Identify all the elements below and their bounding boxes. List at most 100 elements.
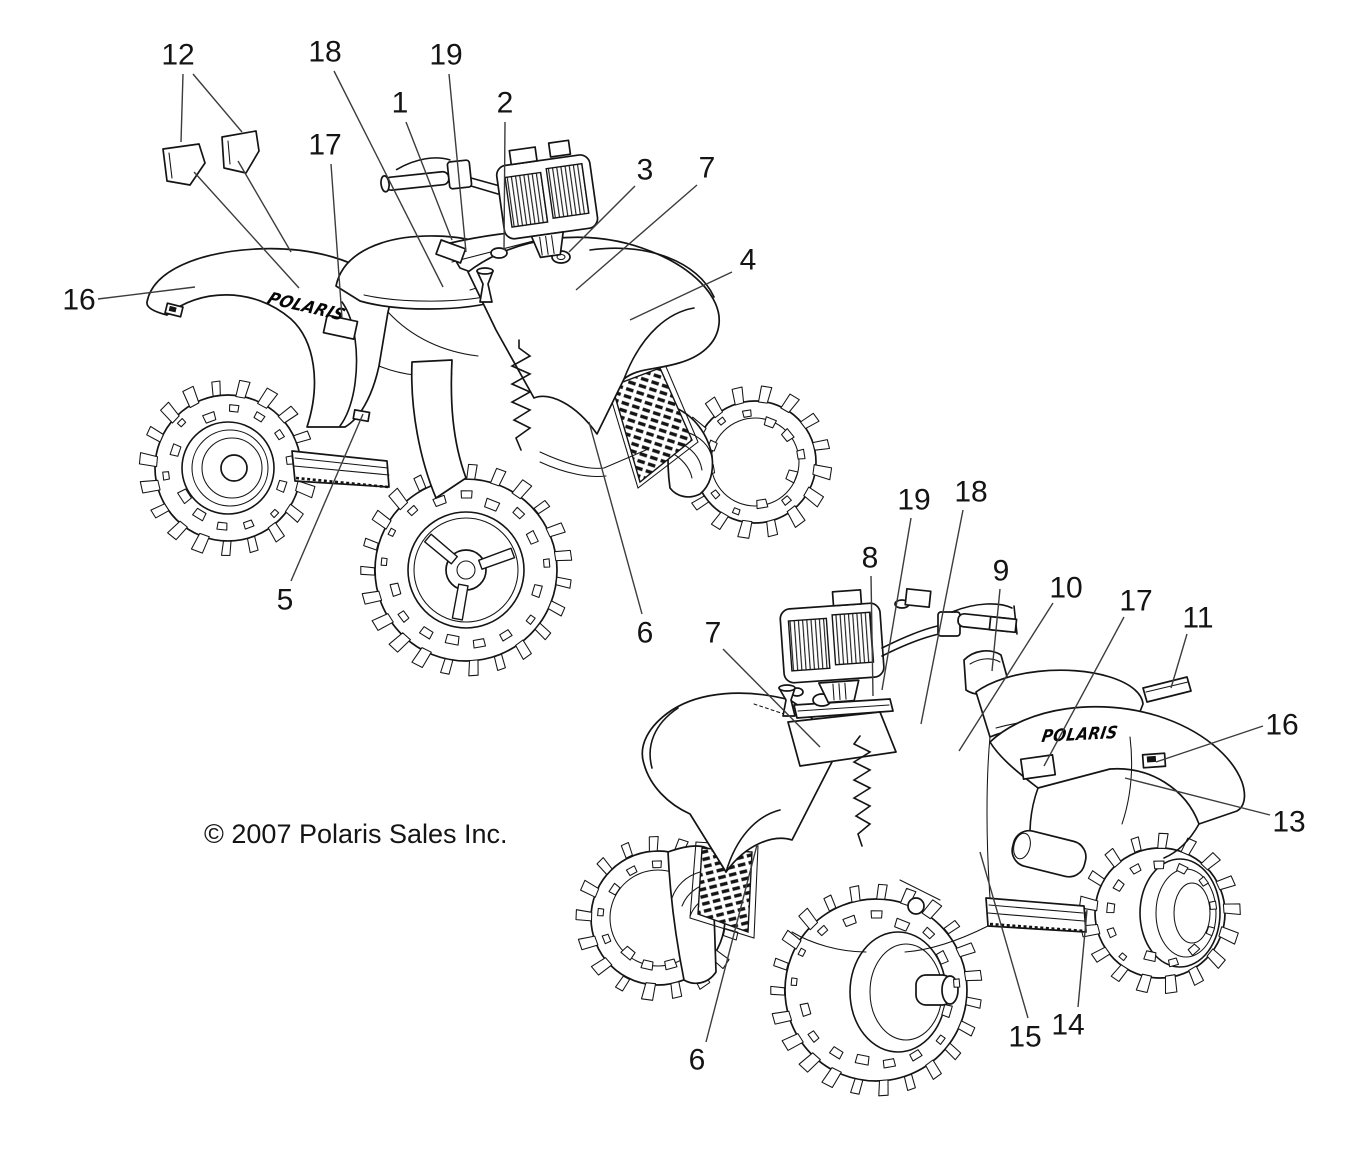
tire-tread-block [773, 957, 789, 971]
tire-tread-block [828, 1046, 844, 1060]
tire-tread-block [295, 480, 316, 499]
callout-number-7: 7 [699, 152, 716, 185]
leader-line-11 [1170, 633, 1188, 689]
atv1-headlight-pod [495, 139, 599, 259]
tire-tread-block [955, 942, 976, 958]
tire-tread-block [731, 386, 745, 406]
tire-tread-block [943, 919, 961, 935]
tire-tread-block [757, 385, 773, 404]
atv1-shock-spring [510, 339, 532, 451]
tire-tread-block [363, 537, 379, 551]
tire-tread-block [440, 658, 454, 675]
atv2-tank-panel [787, 711, 897, 767]
tire-tread-block [202, 411, 217, 424]
tire-tread-block [274, 428, 285, 441]
tire-tread-block [870, 910, 883, 919]
atv2-master-cylinder [988, 615, 1018, 634]
tire-tread-block [1198, 876, 1209, 887]
tire-tread-block [651, 860, 662, 869]
tire-tread-block [1106, 927, 1117, 939]
callout-number-18: 18 [308, 36, 341, 69]
atv2-side-decal [1019, 754, 1057, 780]
tire-tread-block [1087, 870, 1105, 887]
tire-tread-block [816, 924, 829, 937]
circle-linework [413, 517, 519, 623]
leader-line-3 [568, 185, 636, 253]
tire-tread-block [1090, 946, 1111, 963]
tire-tread-block [823, 894, 837, 912]
leader-line-4 [629, 271, 733, 321]
tire-tread-block [167, 520, 188, 541]
tire-tread-block [849, 885, 861, 903]
path-linework [969, 658, 1001, 665]
leader-line-6 [705, 844, 758, 1043]
tire-tread-block [388, 632, 411, 653]
tire-tread-block [1205, 925, 1216, 937]
tire-tread-block [138, 452, 159, 468]
tire-tread-block [182, 385, 200, 409]
tire-tread-block [899, 887, 917, 907]
leader-line-2 [503, 121, 506, 251]
tire-tread-block [935, 1034, 946, 1045]
path-linework [470, 177, 501, 187]
tire-tread-block [451, 583, 469, 621]
rect-linework [168, 305, 177, 313]
tire-tread-block [648, 835, 659, 852]
tire-tread-block [781, 929, 802, 950]
tire-tread-block [704, 396, 724, 419]
tire-tread-block [1104, 847, 1122, 868]
leader-line-13 [1124, 777, 1271, 816]
path-linework [293, 465, 390, 476]
tire-tread-block [220, 540, 232, 557]
tire-tread-block [797, 947, 807, 957]
path-linework [387, 311, 479, 357]
atv1-grille [611, 367, 693, 484]
tire-tread-block [411, 647, 432, 669]
rect-linework [547, 139, 572, 158]
tire-tread-block [597, 907, 605, 917]
tire-tread-block [1153, 860, 1165, 870]
tire-tread-block [620, 945, 636, 961]
tire-tread-block [216, 521, 228, 531]
ellipse-linework [1173, 882, 1211, 944]
callout-number-5: 5 [277, 584, 294, 617]
leader-line-6 [588, 421, 643, 615]
leader-lines-layer [97, 70, 1271, 1043]
tire-tread-block [553, 549, 573, 562]
tire-tread-block [952, 978, 961, 988]
callout-number-9: 9 [993, 555, 1010, 588]
tire-tread-block [882, 1058, 897, 1069]
callout-number-13: 13 [1272, 806, 1305, 839]
atv1-frame-member [410, 359, 467, 499]
tire-tread-block [139, 479, 161, 494]
tire-tread-block [691, 495, 710, 511]
tire-tread-block [1157, 832, 1169, 849]
tire-tread-block [878, 1079, 889, 1097]
atv2-muffler [1011, 829, 1087, 878]
tire-tread-block [150, 503, 170, 519]
path-linework [899, 879, 941, 901]
tire-tread-block [640, 959, 654, 971]
tire-tread-block [533, 499, 551, 515]
tire-tread-block [957, 1020, 976, 1037]
tire-tread-block [590, 957, 613, 976]
tire-tread-block [963, 969, 983, 982]
tire-tread-block [798, 907, 819, 931]
atv1-footboard [291, 450, 390, 488]
tire-tread-block [941, 1004, 953, 1019]
path-linework [725, 809, 781, 873]
tire-tread-block [177, 488, 192, 505]
callout-number-10: 10 [1049, 572, 1082, 605]
tire-tread-block [534, 622, 552, 641]
atv1-brake-lever [395, 157, 451, 171]
tire-tread-block [1167, 957, 1180, 968]
tire-tread-block [577, 935, 599, 951]
path-linework [539, 449, 647, 469]
tire-tread-block [710, 511, 729, 530]
leader-line-19 [881, 517, 912, 691]
leader-line-16 [97, 286, 196, 300]
tire-tread-block [803, 486, 825, 508]
path-linework [168, 152, 173, 179]
